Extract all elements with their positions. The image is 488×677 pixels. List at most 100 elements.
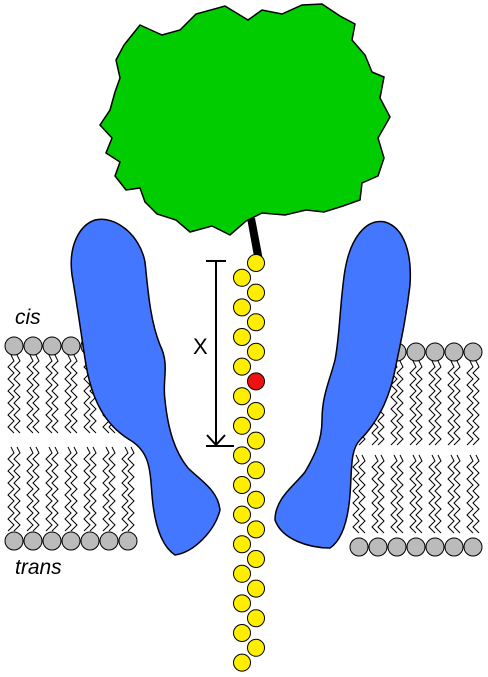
lipid-head <box>118 531 138 551</box>
lipid-tail <box>26 354 34 434</box>
lipid-tail <box>415 454 423 534</box>
lipid-head <box>425 342 445 362</box>
lipid-head <box>387 537 407 557</box>
lipid-head <box>463 537 483 557</box>
right-pore-wall <box>274 220 412 549</box>
lipid-tail <box>32 446 40 532</box>
residue <box>233 653 251 672</box>
lipid-tail <box>89 446 97 532</box>
lipid-tail <box>51 446 59 532</box>
lipid-tail <box>434 454 442 534</box>
lipid-head <box>406 342 426 362</box>
residue <box>233 328 251 346</box>
residue <box>247 402 265 420</box>
trans-label: trans <box>15 556 62 579</box>
lipid-tail <box>415 360 423 446</box>
lipid-head <box>42 531 62 551</box>
lipid-head <box>23 336 43 356</box>
lipid-tail <box>83 354 91 434</box>
lipid-tail <box>127 446 135 532</box>
lipid-head <box>99 531 119 551</box>
lipid-head <box>406 537 426 557</box>
residue <box>233 505 251 524</box>
lipid-head <box>444 342 464 362</box>
lipid-head <box>368 537 388 557</box>
residue <box>233 357 251 376</box>
residue <box>233 298 251 317</box>
marked-residue <box>247 372 265 391</box>
residue <box>247 254 265 272</box>
residue <box>247 283 265 302</box>
lipid-tail <box>466 360 474 446</box>
lipid-tail <box>396 360 404 446</box>
lipid-head <box>42 336 62 356</box>
lipid-tail <box>70 354 78 434</box>
lipid-tail <box>7 446 15 532</box>
lipid-head <box>4 531 24 551</box>
lipid-tail <box>45 446 53 532</box>
residue <box>233 564 251 583</box>
lipid-tail <box>45 354 53 434</box>
lipid-head <box>80 531 100 551</box>
lipid-tail <box>453 360 461 446</box>
lipid-tail <box>13 354 21 434</box>
lipid-tail <box>13 446 21 532</box>
lipid-head <box>61 336 81 356</box>
lipid-tail <box>7 354 15 434</box>
residue <box>233 446 251 465</box>
lipid-head <box>4 336 24 356</box>
lipid-tail <box>409 360 417 446</box>
lipid-tail <box>453 454 461 534</box>
lipid-tail <box>64 354 72 434</box>
residue <box>233 387 251 406</box>
residue <box>233 476 251 494</box>
distance-marker: X <box>193 260 234 447</box>
lipid-tail <box>434 360 442 446</box>
lipid-tail <box>447 360 455 446</box>
lipid-tail <box>371 454 379 534</box>
lipid-tail <box>396 454 404 534</box>
lipid-tail <box>428 360 436 446</box>
distance-label: X <box>193 334 208 359</box>
residue <box>247 550 265 568</box>
residue <box>247 431 265 450</box>
lipid-tail <box>32 354 40 434</box>
residue <box>247 609 265 628</box>
lipid-tail <box>70 446 78 532</box>
lipid-head <box>444 537 464 557</box>
lipid-tail <box>409 454 417 534</box>
lipid-tail <box>352 454 360 534</box>
residue <box>247 638 265 657</box>
residue <box>247 313 265 332</box>
left-pore-wall <box>70 218 221 556</box>
residue <box>233 268 251 287</box>
residue <box>233 535 251 554</box>
lipid-tail <box>447 454 455 534</box>
residue <box>247 520 265 539</box>
lipid-tail <box>428 454 436 534</box>
lipid-tail <box>358 454 366 534</box>
polypeptide-chain <box>233 254 265 672</box>
residue <box>247 342 265 361</box>
lipid-tail <box>472 454 480 534</box>
lipid-tail <box>121 446 129 532</box>
lipid-tail <box>51 354 59 434</box>
residue <box>233 594 251 613</box>
residue <box>233 624 251 642</box>
lipid-tail <box>102 446 110 532</box>
residue <box>247 461 265 480</box>
lipid-tail <box>83 446 91 532</box>
lipid-tail <box>377 454 385 534</box>
cis-label: cis <box>15 306 41 329</box>
lipid-head <box>61 531 81 551</box>
lipid-head <box>23 531 43 551</box>
ribosome <box>99 3 391 236</box>
lipid-tail <box>472 360 480 446</box>
residue <box>247 490 265 509</box>
residue <box>247 579 265 598</box>
lipid-tail <box>466 454 474 534</box>
lipid-tail <box>26 446 34 532</box>
residue <box>233 416 251 435</box>
lipid-tail <box>64 446 72 532</box>
